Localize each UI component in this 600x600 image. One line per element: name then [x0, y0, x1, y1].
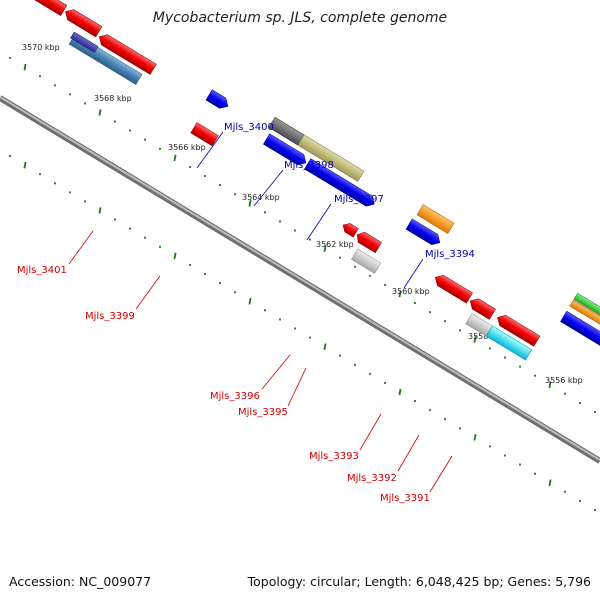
gene-label-mjls-3398[interactable]: Mjls_3398	[284, 160, 334, 171]
gene-mjls-3393[interactable]	[432, 272, 473, 304]
tick-track-upper	[8, 56, 597, 414]
tick-mark-major	[23, 63, 27, 71]
gene-label-mjls-3400[interactable]: Mjls_3400	[224, 122, 274, 133]
tick-mark-major	[173, 154, 177, 162]
gene-mjls-3397[interactable]	[297, 134, 365, 182]
upper-gene-labels: Mjls_3400 Mjls_3398 Mjls_3397 Mjls_3394	[224, 122, 475, 260]
tick-label-3562: 3562 kbp	[316, 240, 354, 249]
gene-reverse[interactable]	[62, 6, 103, 38]
tick-label-3566: 3566 kbp	[168, 143, 206, 152]
tick-mark-major	[548, 381, 552, 389]
gene-mjls-3395[interactable]	[351, 248, 382, 274]
leader-mjls-3401	[68, 230, 94, 265]
leader-mjls-3392	[397, 434, 420, 472]
gene-label-mjls-3391[interactable]: Mjls_3391	[380, 493, 430, 504]
gene-label-mjls-3394[interactable]: Mjls_3394	[425, 249, 475, 260]
gene-mjls-3399[interactable]	[190, 122, 219, 147]
gene-reverse[interactable]	[467, 296, 496, 320]
gene-forward[interactable]	[263, 133, 309, 168]
tick-mark-major	[398, 388, 402, 396]
gene-green[interactable]	[573, 292, 600, 339]
tick-mark-major	[23, 161, 27, 169]
leader-mjls-3400	[196, 131, 224, 169]
tick-mark-major	[398, 290, 402, 298]
leader-mjls-3391	[429, 455, 453, 493]
tick-track-lower	[8, 154, 597, 512]
gene-label-mjls-3392[interactable]: Mjls_3392	[347, 473, 397, 484]
gene-forward[interactable]	[304, 158, 377, 210]
tick-mark-major	[323, 343, 327, 350]
gene-forward[interactable]	[560, 310, 600, 362]
gene-features	[25, 0, 600, 362]
tick-label-3568: 3568 kbp	[94, 94, 132, 103]
tick-mark-major	[548, 479, 552, 487]
gene-label-mjls-3393[interactable]: Mjls_3393	[309, 451, 359, 462]
gene-reverse[interactable]	[96, 32, 157, 75]
leader-mjls-3394	[403, 258, 424, 289]
tick-mark-major	[98, 109, 102, 116]
gene-label-mjls-3401[interactable]: Mjls_3401	[17, 265, 67, 276]
gene-label-mjls-3395[interactable]: Mjls_3395	[238, 407, 288, 418]
gene-reverse[interactable]	[494, 312, 541, 347]
leader-mjls-3395	[287, 367, 307, 407]
leader-mjls-3398	[253, 169, 284, 207]
gene-mjls-3396[interactable]	[340, 221, 359, 238]
tick-mark-major	[473, 336, 477, 343]
tick-label-3556: 3556 kbp	[545, 376, 583, 385]
map-title: Mycobacterium sp. JLS, complete genome	[152, 10, 448, 26]
gene-label-mjls-3397[interactable]: Mjls_3397	[334, 194, 384, 205]
gene-mjls-3400[interactable]	[205, 89, 231, 112]
tick-mark-major	[98, 207, 102, 214]
gene-mjls-3401-inner[interactable]	[70, 31, 99, 53]
gene-forward[interactable]	[405, 218, 443, 248]
gene-orange[interactable]	[569, 299, 600, 346]
leader-mjls-3399	[135, 275, 161, 310]
tick-mark-major	[248, 199, 252, 207]
leader-mjls-3397	[306, 203, 332, 241]
tick-mark-major	[323, 245, 327, 252]
tick-mark-major	[248, 297, 252, 305]
leader-mjls-3393	[359, 413, 382, 451]
leader-mjls-3396	[261, 354, 291, 390]
gene-mjls-3391[interactable]	[485, 325, 533, 361]
genome-summary-text: Topology: circular; Length: 6,048,425 bp…	[247, 574, 591, 589]
gene-mjls-3394[interactable]	[416, 204, 455, 234]
gene-label-mjls-3399[interactable]: Mjls_3399	[85, 311, 135, 322]
gene-label-mjls-3396[interactable]: Mjls_3396	[210, 391, 260, 402]
accession-text: Accession: NC_009077	[9, 574, 152, 589]
tick-label-3570: 3570 kbp	[22, 43, 60, 52]
gene-reverse[interactable]	[25, 0, 68, 16]
gene-reverse[interactable]	[354, 230, 382, 254]
leader-lines	[68, 131, 453, 493]
tick-mark-major	[473, 434, 477, 441]
backbone	[0, 95, 600, 464]
tick-mark-major	[173, 252, 177, 260]
lower-gene-labels: Mjls_3401 Mjls_3399 Mjls_3396 Mjls_3395 …	[17, 265, 430, 504]
tick-label-3560: 3560 kbp	[392, 287, 430, 296]
